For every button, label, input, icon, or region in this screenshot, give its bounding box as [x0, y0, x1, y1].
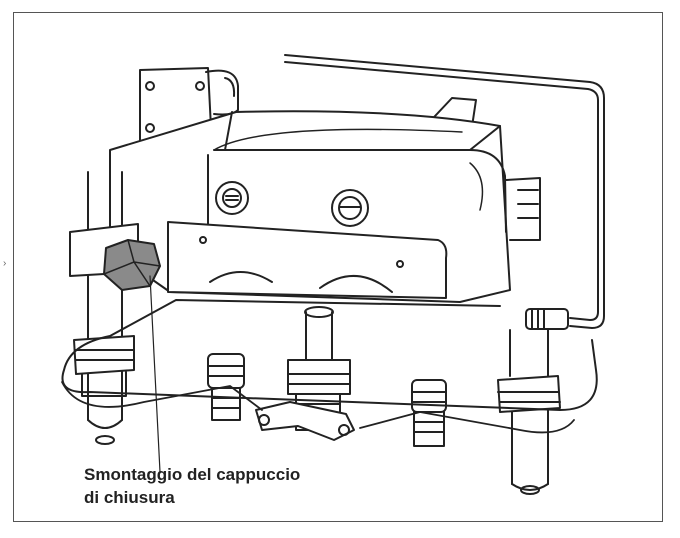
- caption-line-1: Smontaggio del cappuccio: [84, 465, 301, 484]
- lower-edge: [61, 381, 575, 434]
- left-coupling-icon: [73, 335, 135, 397]
- cover-plate-icon: [167, 221, 448, 299]
- margin-mark: ›: [3, 258, 7, 269]
- rear-bracket-icon: [419, 97, 477, 141]
- right-pipe-icon: [497, 329, 561, 495]
- adjustment-screw-icon: [215, 181, 369, 227]
- pipe-fitting-icon: [287, 306, 351, 431]
- figure-caption: Smontaggio del cappuccio di chiusura: [84, 463, 300, 509]
- clamp-bracket-icon: [255, 401, 355, 441]
- closure-cap-icon: [103, 239, 161, 473]
- thermocouple-line-icon: [284, 54, 605, 330]
- caption-line-2: di chiusura: [84, 488, 175, 507]
